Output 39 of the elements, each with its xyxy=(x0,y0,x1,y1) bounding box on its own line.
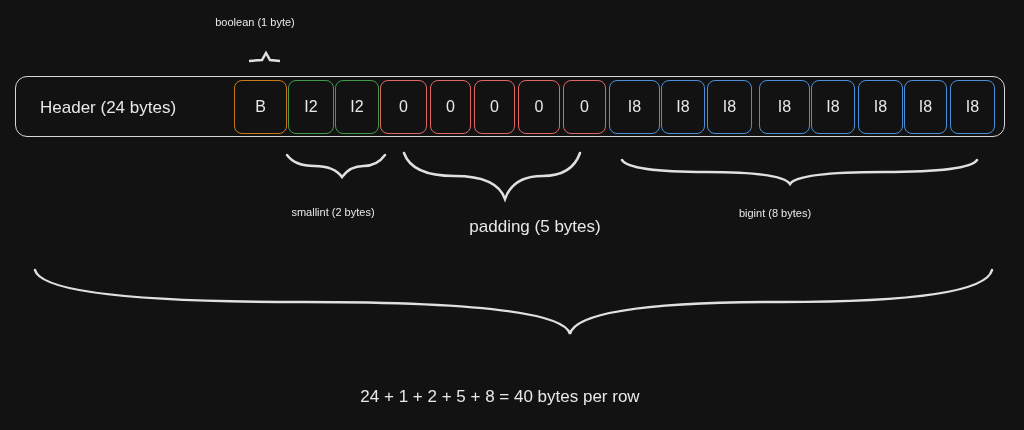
cell-text: 0 xyxy=(446,97,455,117)
byte-cell xyxy=(950,80,995,134)
cell-text: 0 xyxy=(399,97,408,117)
annotation-text: 24 + 1 + 2 + 5 + 8 = 40 bytes per row xyxy=(360,386,640,408)
header-text: Header (24 bytes) xyxy=(40,97,177,119)
cell-text: 0 xyxy=(490,97,499,117)
annotation-text: padding (5 bytes) xyxy=(469,216,601,238)
row-layout-box xyxy=(15,76,1005,137)
byte-cell xyxy=(759,80,810,134)
byte-cell xyxy=(474,80,515,134)
byte-cell xyxy=(518,80,560,134)
cell-text: I8 xyxy=(826,97,840,117)
byte-cell xyxy=(234,80,287,134)
byte-cell xyxy=(904,80,947,134)
cell-text: I8 xyxy=(777,97,792,117)
cell-text: 0 xyxy=(580,97,589,117)
cell-text: I8 xyxy=(676,97,690,117)
byte-cell xyxy=(288,80,334,134)
cell-text: I8 xyxy=(627,97,642,117)
cell-text: I2 xyxy=(304,97,318,117)
cell-text: 0 xyxy=(534,97,544,117)
byte-cell xyxy=(430,80,471,134)
cell-text: I8 xyxy=(722,97,737,117)
cell-text: I8 xyxy=(873,97,888,117)
annotation-text: smallint (2 bytes) xyxy=(291,205,375,220)
byte-cell xyxy=(661,80,705,134)
cell-text: I2 xyxy=(350,97,364,117)
annotation-text: boolean (1 byte) xyxy=(215,15,295,30)
byte-cell xyxy=(707,80,752,134)
byte-cell xyxy=(858,80,903,134)
cell-text: B xyxy=(255,97,266,117)
annotation-text: bigint (8 bytes) xyxy=(738,206,812,221)
byte-cell xyxy=(811,80,855,134)
cell-text: I8 xyxy=(965,97,980,117)
byte-cell xyxy=(335,80,379,134)
byte-cell xyxy=(609,80,660,134)
byte-cell xyxy=(380,80,427,134)
byte-cell xyxy=(563,80,606,134)
cell-text: I8 xyxy=(918,97,933,117)
